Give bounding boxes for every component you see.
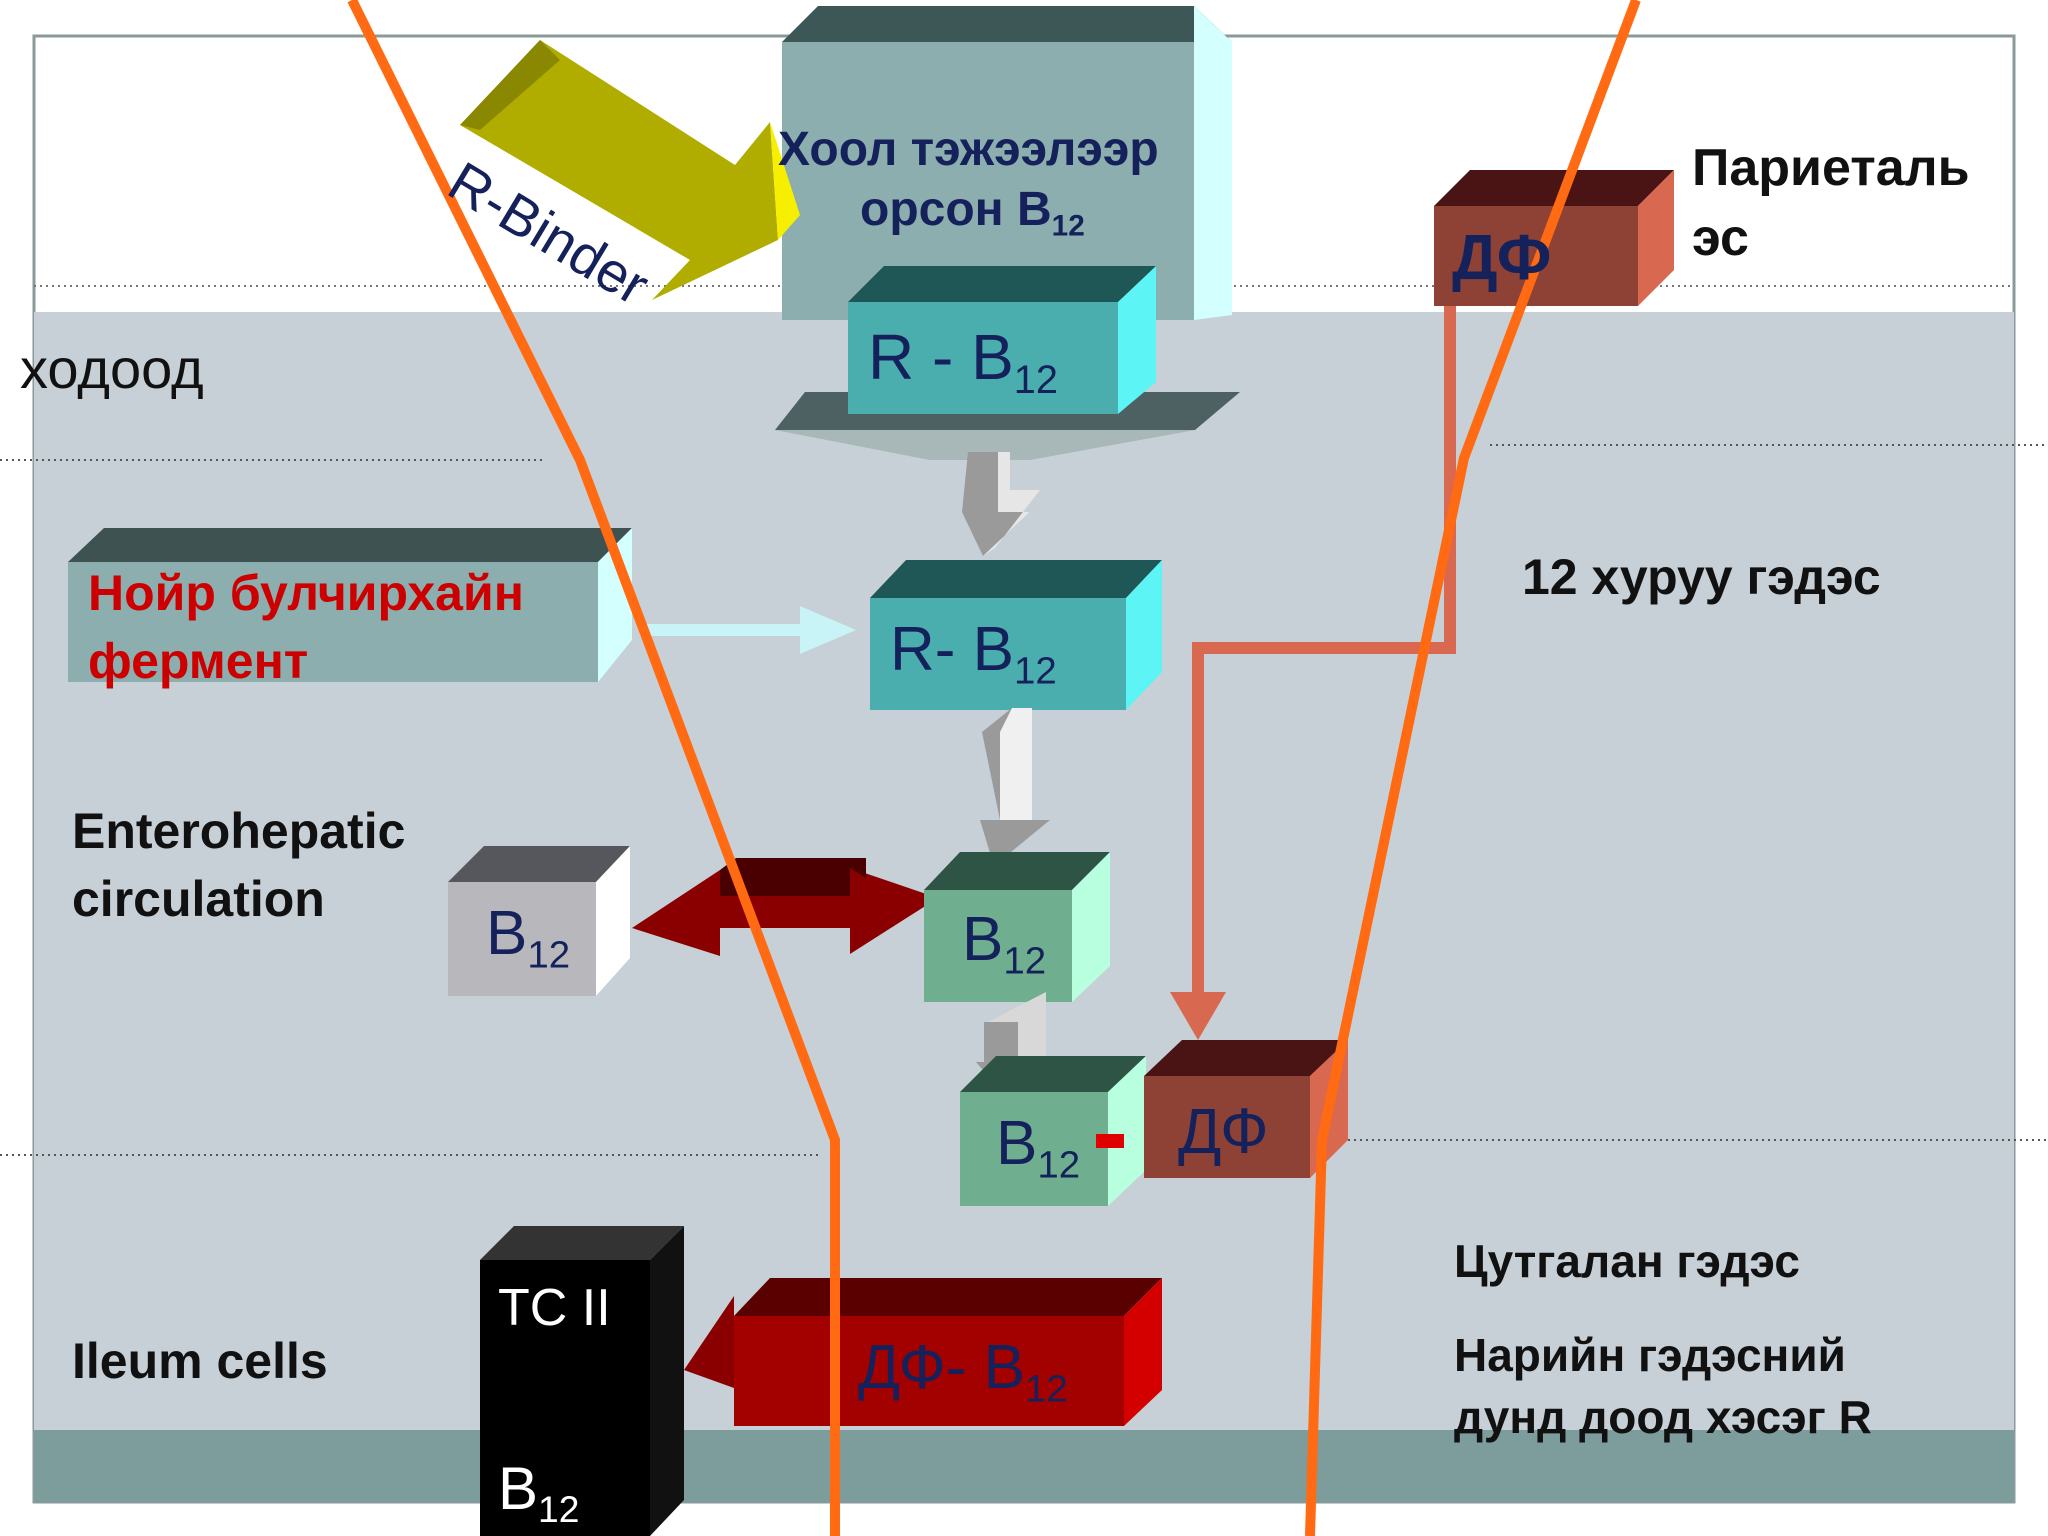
parietal-if-box-side (1638, 170, 1674, 306)
if-b12-box-side (1124, 1278, 1162, 1426)
food-b12-label-sub: 12 (1051, 209, 1085, 243)
tc2-b12-label-sub: 12 (538, 1488, 580, 1531)
pancreas-box (68, 562, 598, 682)
parietal-label-line2: эс (1692, 209, 1749, 267)
intrinsic-factor-path-head (1170, 992, 1226, 1040)
enterohepatic-b12-box (448, 882, 596, 996)
tc2-box-top (480, 1226, 684, 1260)
food-b12-label-line1: Хоол тэжээлээр (778, 123, 1159, 176)
tract-wall-left (347, 0, 840, 1536)
stomach-label: ходоод (20, 337, 204, 400)
enterohepatic-label-line2: circulation (72, 871, 325, 927)
food-b12-box-top (782, 6, 1232, 42)
intrinsic-factor-path (1192, 306, 1456, 1002)
parietal-label-line1: Париеталь (1692, 139, 1970, 197)
pancreas-box-top (68, 528, 632, 562)
tract-wall-right (1305, 0, 1641, 1536)
free-b12-label: B (962, 905, 1004, 974)
down-arrow-1 (962, 452, 1030, 556)
complex-dash-mark (1096, 1134, 1124, 1148)
rb12-top-label-sub: 12 (1013, 357, 1058, 402)
complex-if-label: ДФ (1178, 1095, 1269, 1167)
down-arrow-2-face (1000, 708, 1032, 820)
pancreas-label-line1: Нойр булчирхайн (88, 565, 524, 621)
if-b12-arrow-head (684, 1296, 734, 1388)
ileum-region-label-line2: дунд доод хэсэг R (1454, 1391, 1872, 1443)
food-b12-box-side (1194, 6, 1232, 320)
tc2-b12-label: B (498, 1455, 539, 1522)
parietal-if-box-top (1434, 170, 1674, 206)
down-arrow-1-side (983, 452, 1040, 556)
if-b12-box-top (734, 1278, 1162, 1316)
enterohepatic-b12-box-top (448, 846, 630, 882)
ileum-region-label-line1: Нарийн гэдэсний (1454, 1329, 1846, 1381)
complex-b12-box-side (1108, 1056, 1146, 1206)
ileum-cells-label: Ileum cells (72, 1333, 328, 1389)
complex-b12-box (960, 1092, 1108, 1206)
free-b12-box (924, 890, 1072, 1002)
enterohepatic-label-line1: Enterohepatic (72, 803, 406, 859)
rb12-mid-label: R- B (890, 615, 1014, 684)
pancreas-arrow-head (800, 606, 856, 654)
free-b12-box-top (924, 852, 1110, 890)
complex-b12-box-top (960, 1056, 1146, 1092)
if-b12-label-sub: 12 (1025, 1367, 1068, 1411)
rb12-mid-box (870, 598, 1126, 710)
food-b12-label-line2: орсон B (860, 183, 1052, 236)
rb12-top-label: R - B (868, 321, 1014, 393)
complex-b12-label: B (996, 1109, 1038, 1178)
tc2-box (480, 1260, 650, 1536)
free-b12-label-sub: 12 (1003, 939, 1047, 983)
pancreas-label-line2: фермент (88, 633, 309, 689)
bile-label: Цутгалан гэдэс (1454, 1235, 1800, 1287)
rb12-top-box-top (848, 266, 1156, 302)
bottom-band (34, 1430, 2014, 1502)
tc2-label: TC II (498, 1279, 611, 1337)
enterohepatic-double-arrow (632, 858, 938, 956)
enterohepatic-b12-label: B (486, 899, 528, 968)
rb12-top-box (848, 302, 1118, 414)
parietal-if-label: ДФ (1452, 221, 1552, 293)
rb12-mid-box-top (870, 560, 1162, 598)
rb12-mid-box-side (1126, 560, 1162, 710)
complex-if-box-top (1144, 1040, 1348, 1076)
free-b12-box-side (1072, 852, 1110, 1002)
shadow-cone (775, 430, 1195, 460)
if-b12-label: ДФ- B (858, 1333, 1025, 1402)
r-binder-arrow (460, 40, 800, 300)
complex-b12-label-sub: 12 (1037, 1143, 1081, 1187)
enterohepatic-b12-box-side (596, 846, 630, 996)
rb12-top-box-side (1118, 266, 1156, 414)
rb12-mid-label-sub: 12 (1014, 649, 1057, 693)
complex-if-box (1144, 1076, 1310, 1178)
enterohepatic-b12-label-sub: 12 (527, 933, 571, 977)
duodenum-label: 12 хуруу гэдэс (1522, 549, 1881, 605)
tc2-box-side (650, 1226, 684, 1536)
if-b12-box (734, 1316, 1124, 1426)
